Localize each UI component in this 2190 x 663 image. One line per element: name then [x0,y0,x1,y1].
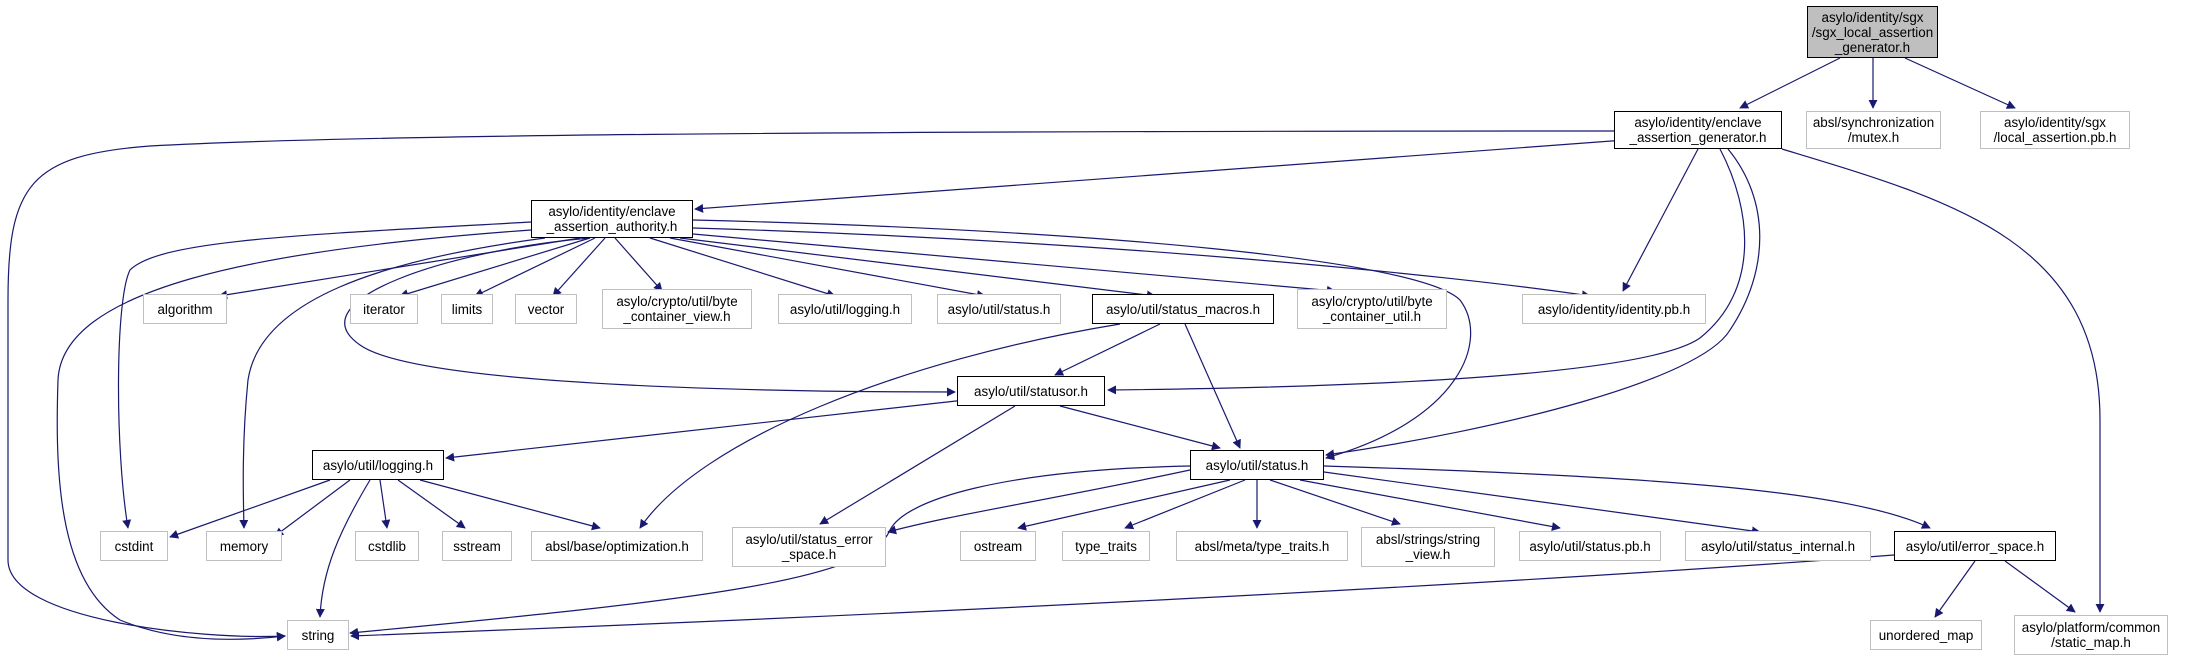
node-absl-optimization[interactable]: absl/base/optimization.h [531,531,703,561]
edge-eaa-memory [239,237,546,529]
edge-smacros-abslopt [639,323,1121,529]
node-enclave-assertion-authority[interactable]: asylo/identity/enclave _assertion_author… [531,200,693,238]
edge-smacros-statusor [1054,323,1161,376]
node-status-error-space[interactable]: asylo/util/status_error _space.h [732,527,886,567]
edge-status-sv [1269,479,1401,526]
edge-status-typetraits [1124,479,1246,530]
edge-eag-idpb [1622,148,1699,292]
edge-errsp-string [350,554,1895,641]
node-static-map[interactable]: asylo/platform/common /static_map.h [2014,615,2168,655]
edge-root-localpb [1904,57,2016,109]
edge-statusor-serr [819,405,1016,525]
edge-eaa-idpb [692,227,1591,300]
node-memory[interactable]: memory [206,531,282,561]
edge-errsp-umap [1934,560,1976,618]
node-sstream[interactable]: sstream [442,531,512,561]
edge-ulog2-string [315,479,371,618]
node-sgx-local-assertion-generator[interactable]: asylo/identity/sgx /sgx_local_assertion … [1807,6,1938,58]
node-asylo-util-status-top[interactable]: asylo/util/status.h [937,294,1061,324]
node-absl-mutex[interactable]: absl/synchronization /mutex.h [1806,111,1941,149]
node-vector[interactable]: vector [515,294,577,324]
node-enclave-assertion-generator[interactable]: asylo/identity/enclave _assertion_genera… [1614,111,1782,149]
node-statusor[interactable]: asylo/util/statusor.h [957,376,1105,406]
edge-eaa-limits [474,237,596,297]
edge-eaa-cstdint [117,221,532,529]
edge-eaa-bcutil [692,233,1336,295]
edge-ulog2-abslopt [419,479,601,531]
edge-smacros-status [1184,323,1241,449]
edge-eaa-status [692,219,1472,461]
edge-eag-string [7,130,1615,641]
node-ostream[interactable]: ostream [960,531,1036,561]
node-string[interactable]: string [287,620,349,650]
node-status-internal[interactable]: asylo/util/status_internal.h [1685,531,1871,561]
node-absl-type-traits[interactable]: absl/meta/type_traits.h [1176,531,1348,561]
edge-status-spb [1299,479,1561,531]
edge-status-errsp [1323,465,1931,529]
node-status-macros[interactable]: asylo/util/status_macros.h [1092,294,1274,324]
node-error-space[interactable]: asylo/util/error_space.h [1894,531,2056,561]
node-status-pb[interactable]: asylo/util/status.pb.h [1519,531,1661,561]
node-algorithm[interactable]: algorithm [143,294,227,324]
edge-eaa-iterator [399,237,591,298]
node-iterator[interactable]: iterator [350,294,418,324]
edge-eaa-smacros [679,237,1156,300]
edge-eag-smap [1781,148,2105,613]
edge-ulog2-memory [274,479,351,537]
edge-eag-statusor [1107,148,1746,395]
edge-status-ostream [1017,479,1231,531]
node-cstdlib[interactable]: cstdlib [355,531,419,561]
edge-eaa-statusor [344,237,956,397]
edge-eag-eaa [694,139,1626,213]
edge-ulog2-sstream [397,479,466,529]
node-limits[interactable]: limits [441,294,493,324]
edge-errsp-smap [2004,560,2076,613]
edge-status-serr [887,469,1191,535]
edge-eaa-vector [552,237,606,297]
node-absl-string-view[interactable]: absl/strings/string _view.h [1361,527,1495,567]
edge-ulog2-cstdlib [379,479,391,529]
edge-statusor-status [1059,405,1221,451]
edge-eaa-algorithm [218,237,581,300]
node-identity-pb[interactable]: asylo/identity/identity.pb.h [1522,294,1706,324]
node-byte-container-util[interactable]: asylo/crypto/util/byte _container_util.h [1297,289,1447,329]
node-local-assertion-pb[interactable]: asylo/identity/sgx /local_assertion.pb.h [1980,111,2130,149]
edge-eaa-string [56,229,532,642]
edge-root-eag [1739,57,1841,109]
edge-eaa-ulog1 [649,237,836,298]
edge-eag-status [1325,148,1761,459]
edge-ulog2-cstdint [169,479,331,539]
node-type-traits[interactable]: type_traits [1062,531,1150,561]
edge-status-sint [1323,471,1761,536]
node-unordered-map[interactable]: unordered_map [1870,620,1982,650]
node-cstdint[interactable]: cstdint [100,531,168,561]
node-byte-container-view[interactable]: asylo/crypto/util/byte _container_view.h [602,289,752,329]
edge-statusor-ulog2 [445,399,966,462]
edge-eaa-bcview [614,237,663,292]
edge-eaa-ustat1 [669,237,986,299]
node-asylo-util-logging-top[interactable]: asylo/util/logging.h [778,294,912,324]
node-asylo-util-logging[interactable]: asylo/util/logging.h [312,450,444,480]
node-asylo-util-status[interactable]: asylo/util/status.h [1190,450,1324,480]
